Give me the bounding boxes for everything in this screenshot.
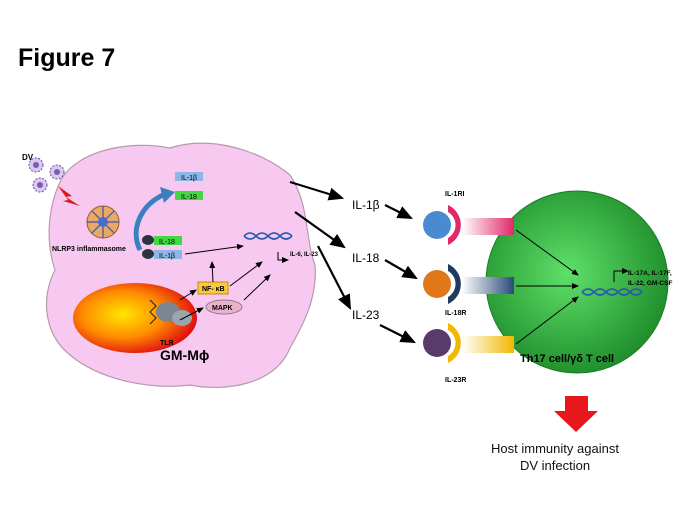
t-cell-output-line2: IL-22, GM-CSF [628, 280, 672, 287]
mapk-ellipse [205, 299, 243, 315]
cytokine-il23: IL-23 [352, 308, 380, 322]
pro-domain-1b [142, 249, 154, 259]
outcome-line2: DV infection [519, 458, 591, 473]
figure-title: Figure 7 [18, 44, 116, 72]
virus-particles [28, 157, 65, 193]
nfkb-label: NF- κB [202, 286, 225, 293]
nlrp3-inflammasome [86, 205, 120, 239]
outcome-caption: Host immunity against DV infection [470, 440, 640, 474]
cytokine-il1b: IL-1β [352, 198, 380, 212]
processing-arrow [133, 191, 167, 252]
pro-il18-label: IL-18 [181, 194, 197, 201]
cytokine-il18: IL-18 [352, 251, 380, 265]
mapk-label: MAPK [212, 305, 233, 312]
mature-il1b-label: IL-1β [159, 253, 175, 260]
dna-icon [243, 232, 293, 240]
il18-receptor [423, 264, 514, 304]
pro-domain-18 [142, 235, 154, 245]
t-cell-output-line1: IL-17A, IL-17F, [628, 270, 672, 277]
tlr-label: TLR [160, 340, 174, 347]
receptor-il23r: IL-23R [445, 377, 466, 384]
pro-il1b-label: IL-1β [181, 175, 197, 182]
inflammasome-label: NLRP3 inflammasome [52, 246, 126, 253]
t-cell-dna-icon [581, 288, 643, 296]
tlr-receptor [149, 299, 192, 326]
il23-receptor [423, 323, 514, 363]
receptor-il18r: IL-18R [445, 310, 466, 317]
macrophage-label: GM-Mϕ [160, 347, 209, 363]
pro-il1b-box [175, 172, 203, 181]
t-cell-label: Th17 cell/γδ T cell [520, 353, 614, 365]
lightning-icon [58, 186, 80, 206]
nucleus [73, 283, 197, 353]
virus-label: DV [22, 153, 34, 162]
mature-il1b-box [154, 250, 182, 259]
outcome-arrow [554, 396, 598, 432]
outcome-line1: Host immunity against [491, 441, 619, 456]
il1-receptor [423, 205, 514, 245]
mature-il18-box [154, 236, 182, 245]
pro-il18-box [175, 191, 203, 200]
gene-label: IL-6, IL-23 [290, 252, 319, 258]
receptor-il1ri: IL-1RI [445, 191, 465, 198]
mature-il18-label: IL-18 [159, 239, 175, 246]
